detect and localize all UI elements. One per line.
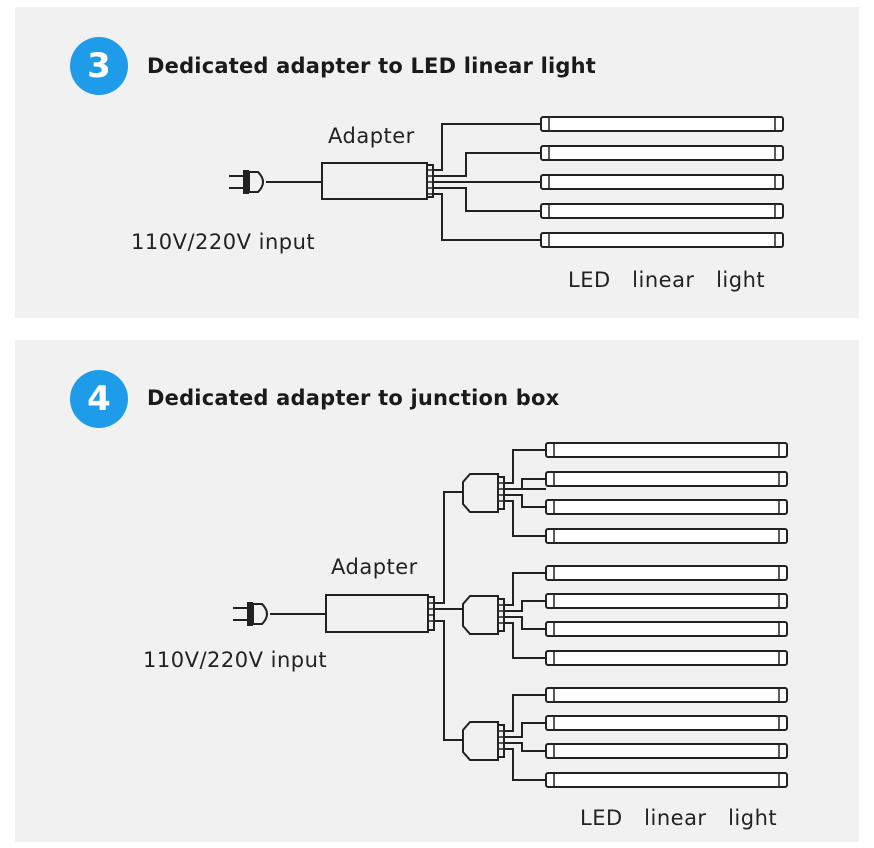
led-tube	[545, 528, 788, 544]
input-label: 110V/220V input	[131, 230, 316, 254]
led-tube	[540, 174, 784, 190]
junction-box	[462, 449, 546, 537]
trunk-wires	[434, 491, 463, 741]
junction-box	[462, 572, 546, 659]
led-tube	[545, 471, 788, 487]
led-linear-light-label: LED linear light	[580, 806, 778, 830]
led-tube	[540, 232, 784, 248]
section-title: Dedicated adapter to junction box	[147, 386, 560, 410]
step-number-badge: 3	[70, 37, 128, 95]
adapter-label: Adapter	[331, 555, 418, 579]
led-tube	[545, 442, 788, 458]
output-wires	[433, 123, 541, 241]
led-tube	[545, 565, 788, 581]
led-linear-light-label: LED linear light	[568, 268, 766, 292]
panel-adapter-to-linear-light	[15, 7, 859, 318]
led-linear-light-tubes	[540, 116, 784, 248]
led-tube	[540, 145, 784, 161]
adapter-box	[325, 594, 435, 633]
led-tube	[545, 593, 788, 609]
led-linear-light-tubes	[545, 442, 788, 788]
led-tube	[540, 116, 784, 132]
led-tube	[540, 203, 784, 219]
adapter-box	[321, 162, 434, 200]
section-title: Dedicated adapter to LED linear light	[147, 54, 596, 78]
step-number-badge: 4	[70, 370, 128, 428]
junction-box	[462, 694, 546, 781]
led-tube	[545, 621, 788, 637]
input-label: 110V/220V input	[143, 648, 328, 672]
plug-icon	[229, 170, 322, 194]
led-tube	[545, 650, 788, 666]
led-tube	[545, 743, 788, 759]
led-tube	[545, 499, 788, 515]
led-tube	[545, 772, 788, 788]
led-tube	[545, 715, 788, 731]
plug-icon	[233, 602, 326, 626]
adapter-label: Adapter	[328, 124, 415, 148]
led-tube	[545, 687, 788, 703]
